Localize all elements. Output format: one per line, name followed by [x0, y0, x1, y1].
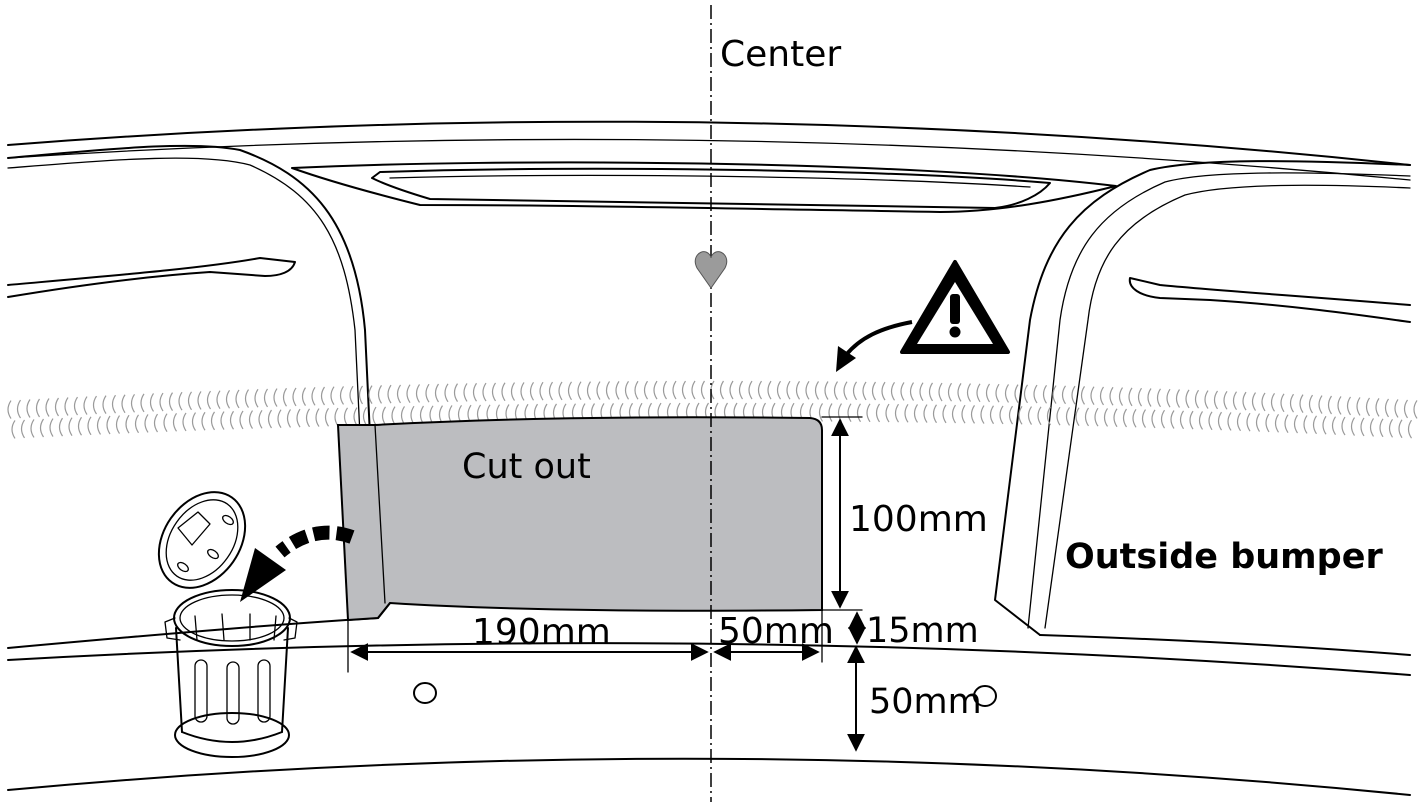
bumper-outline — [7, 120, 1411, 796]
warning-arrow-icon — [844, 320, 913, 357]
trash-can-icon — [157, 491, 298, 758]
heart-icon — [694, 251, 728, 289]
outside-bumper-label: Outside bumper — [1065, 537, 1383, 577]
dim-100mm: 100mm — [849, 499, 988, 540]
cutout-label: Cut out — [462, 447, 591, 487]
dimension-lines: 100mm 15mm 50mm 190mm 50mm — [347, 416, 988, 752]
dim-15mm: 15mm — [866, 611, 979, 651]
cutout-region: Cut out — [336, 416, 823, 622]
warning-callout — [836, 260, 1010, 372]
dim-50mm-right: 50mm — [718, 611, 834, 652]
dashed-curved-arrow-icon — [240, 525, 355, 602]
dim-50mm-lower: 50mm — [869, 682, 982, 722]
mounting-hole-left — [413, 682, 437, 704]
mounting-hole-right — [973, 685, 997, 707]
center-label: Center — [720, 34, 841, 75]
ghost-wave-band — [7, 380, 1418, 439]
center-line: Center — [694, 5, 841, 802]
dim-190mm: 190mm — [472, 612, 611, 653]
